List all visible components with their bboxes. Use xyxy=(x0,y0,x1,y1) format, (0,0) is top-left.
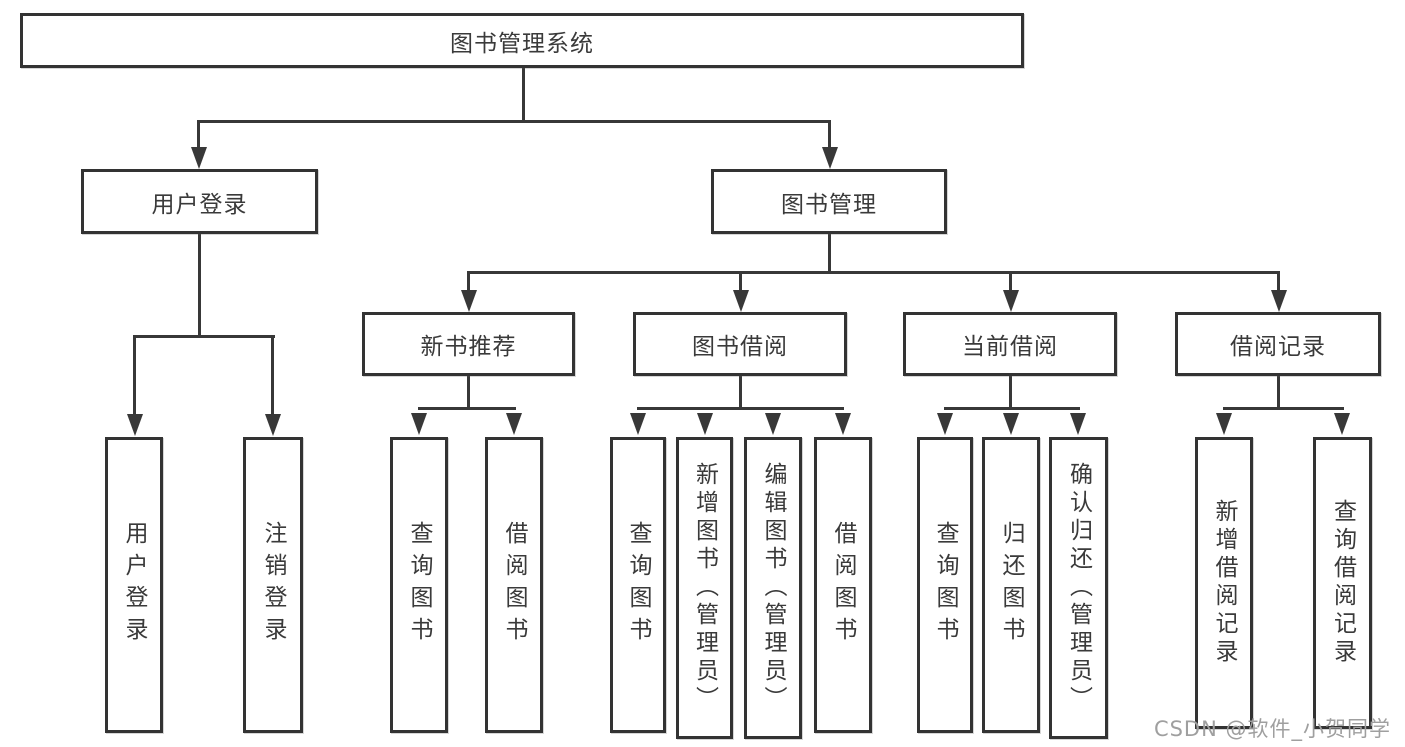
leaf-borrow-add-books-admin: 新增图书（管理员） xyxy=(676,437,733,739)
leaf-records-add-record-label: 新增借阅记录 xyxy=(1211,499,1237,667)
connector-l3-drop4 xyxy=(1277,274,1280,291)
node-borrow-records-label: 借阅记录 xyxy=(1230,334,1326,360)
leaf-recommend-borrow-books: 借阅图书 xyxy=(485,437,543,733)
arrowhead-rec-leaf1 xyxy=(411,413,427,435)
leaf-current-return-books-label: 归还图书 xyxy=(998,521,1024,649)
node-user-login: 用户登录 xyxy=(81,169,318,234)
watermark-text: CSDN @软件_小贺同学 xyxy=(1153,717,1391,741)
connector-l3-drop2 xyxy=(739,274,742,291)
node-current-borrow: 当前借阅 xyxy=(903,312,1117,376)
leaf-records-query-record-label: 查询借阅记录 xyxy=(1329,499,1356,667)
leaf-borrow-add-books-admin-label: 新增图书（管理员） xyxy=(691,462,718,714)
node-root: 图书管理系统 xyxy=(20,13,1024,68)
connector-recommend-stem xyxy=(467,376,470,410)
leaf-current-confirm-return-admin-label: 确认归还（管理员） xyxy=(1065,462,1092,714)
arrowhead-l3-3 xyxy=(1003,290,1019,312)
leaf-borrow-edit-books-admin-label: 编辑图书（管理员） xyxy=(760,462,786,714)
arrowhead-cur-leaf1 xyxy=(937,413,953,435)
arrowhead-recd-leaf2 xyxy=(1334,413,1350,435)
connector-login-leaf2-drop xyxy=(271,338,274,415)
connector-l3-drop1 xyxy=(467,274,470,291)
leaf-user-login: 用户登录 xyxy=(105,437,163,733)
leaf-borrow-edit-books-admin: 编辑图书（管理员） xyxy=(744,437,802,739)
connector-login-leaf1-drop xyxy=(133,338,136,415)
node-current-borrow-label: 当前借阅 xyxy=(962,334,1058,360)
arrowhead-bookmgmt xyxy=(822,147,838,169)
leaf-user-login-label: 用户登录 xyxy=(121,521,147,649)
leaf-current-query-books: 查询图书 xyxy=(917,437,973,733)
node-book-management-label: 图书管理 xyxy=(781,191,877,218)
leaf-recommend-borrow-books-label: 借阅图书 xyxy=(501,521,527,649)
arrowhead-bor-leaf1 xyxy=(630,413,646,435)
connector-current-stem xyxy=(1009,376,1012,410)
connector-bookmgmt-drop xyxy=(828,120,831,150)
arrowhead-l3-1 xyxy=(461,290,477,312)
connector-borrow-stem xyxy=(739,376,742,410)
leaf-borrow-query-books: 查询图书 xyxy=(610,437,666,733)
leaf-current-confirm-return-admin: 确认归还（管理员） xyxy=(1049,437,1108,739)
connector-level3-bus xyxy=(467,271,1280,274)
connector-recommend-bus xyxy=(418,407,516,410)
arrowhead-cur-leaf3 xyxy=(1070,413,1086,435)
arrowhead-bor-leaf2 xyxy=(697,413,713,435)
arrowhead-login-leaf2 xyxy=(265,414,281,436)
node-book-borrow: 图书借阅 xyxy=(633,312,847,376)
node-book-borrow-label: 图书借阅 xyxy=(692,334,788,360)
arrowhead-login-leaf1 xyxy=(127,414,143,436)
arrowhead-cur-leaf2 xyxy=(1003,413,1019,435)
arrowhead-userlogin xyxy=(191,147,207,169)
arrowhead-rec-leaf2 xyxy=(506,413,522,435)
leaf-logout-label: 注销登录 xyxy=(260,521,286,649)
node-book-management: 图书管理 xyxy=(711,169,947,234)
arrowhead-l3-2 xyxy=(733,290,749,312)
arrowhead-bor-leaf3 xyxy=(765,413,781,435)
arrowhead-recd-leaf1 xyxy=(1216,413,1232,435)
connector-l3-drop3 xyxy=(1009,274,1012,291)
arrowhead-l3-4 xyxy=(1271,290,1287,312)
node-new-book-recommend: 新书推荐 xyxy=(362,312,575,376)
node-borrow-records: 借阅记录 xyxy=(1175,312,1381,376)
connector-records-stem xyxy=(1277,376,1280,410)
leaf-records-add-record: 新增借阅记录 xyxy=(1195,437,1253,729)
connector-bookmgmt-stem xyxy=(828,234,831,274)
leaf-borrow-borrow-books: 借阅图书 xyxy=(814,437,872,733)
watermark: CSDN @软件_小贺同学 xyxy=(1154,713,1391,743)
connector-login-bus xyxy=(133,335,275,338)
leaf-records-query-record: 查询借阅记录 xyxy=(1313,437,1372,729)
leaf-current-return-books: 归还图书 xyxy=(982,437,1040,733)
leaf-recommend-query-books: 查询图书 xyxy=(390,437,448,733)
connector-borrow-bus xyxy=(637,407,844,410)
node-new-book-recommend-label: 新书推荐 xyxy=(420,334,517,360)
connector-records-bus xyxy=(1223,407,1344,410)
leaf-borrow-borrow-books-label: 借阅图书 xyxy=(830,521,856,649)
node-user-login-label: 用户登录 xyxy=(151,191,248,218)
connector-level2-bus xyxy=(197,120,831,123)
connector-current-bus xyxy=(944,407,1080,410)
leaf-logout: 注销登录 xyxy=(243,437,303,733)
connector-userlogin-stem xyxy=(198,234,201,338)
node-root-label: 图书管理系统 xyxy=(450,30,594,57)
connector-userlogin-drop xyxy=(197,120,200,150)
connector-root-stem xyxy=(522,68,525,123)
leaf-current-query-books-label: 查询图书 xyxy=(932,521,958,649)
arrowhead-bor-leaf4 xyxy=(835,413,851,435)
leaf-borrow-query-books-label: 查询图书 xyxy=(625,521,651,649)
leaf-recommend-query-books-label: 查询图书 xyxy=(406,521,432,649)
